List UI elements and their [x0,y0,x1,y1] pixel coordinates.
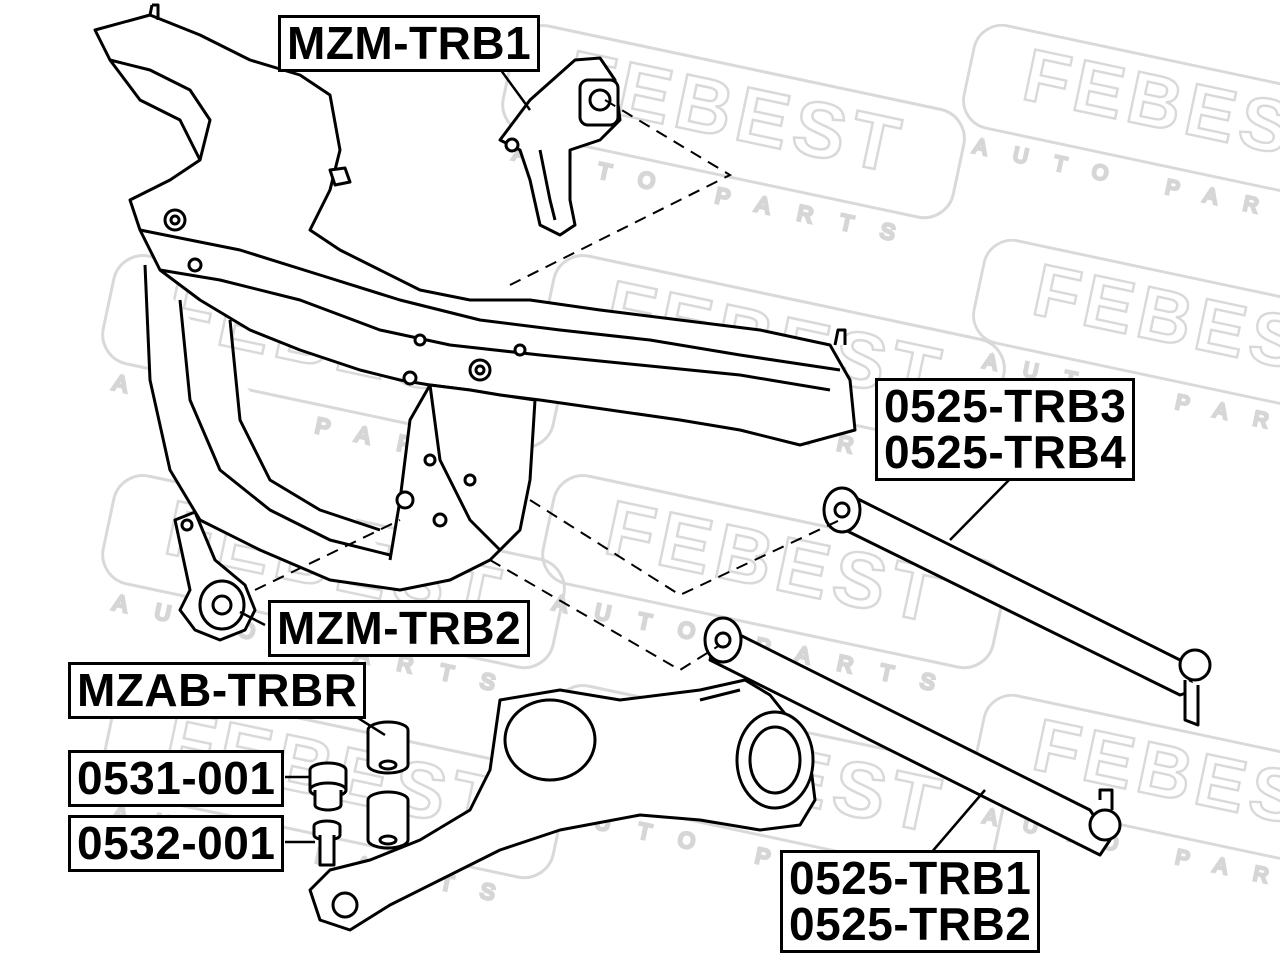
label-0525-trb1-trb2: 0525-TRB1 0525-TRB2 [780,850,1041,953]
label-mzm-trb2: MZM-TRB2 [268,600,531,657]
lateral-arm-upper [822,486,1212,727]
label-mzm-trb1: MZM-TRB1 [278,15,541,72]
label-0532-001: 0532-001 [68,815,285,872]
bushings [308,720,410,867]
bracket-lower [173,510,257,642]
lateral-arm-lower [703,616,1122,857]
bracket-upper [498,56,622,237]
rear-subframe [93,3,857,592]
control-arm [308,678,817,932]
assembly-lines [254,99,841,672]
label-mzab-trbr: MZAB-TRBR [68,662,367,719]
label-0531-001: 0531-001 [68,750,285,807]
label-0525-trb3-trb4: 0525-TRB3 0525-TRB4 [875,378,1136,481]
